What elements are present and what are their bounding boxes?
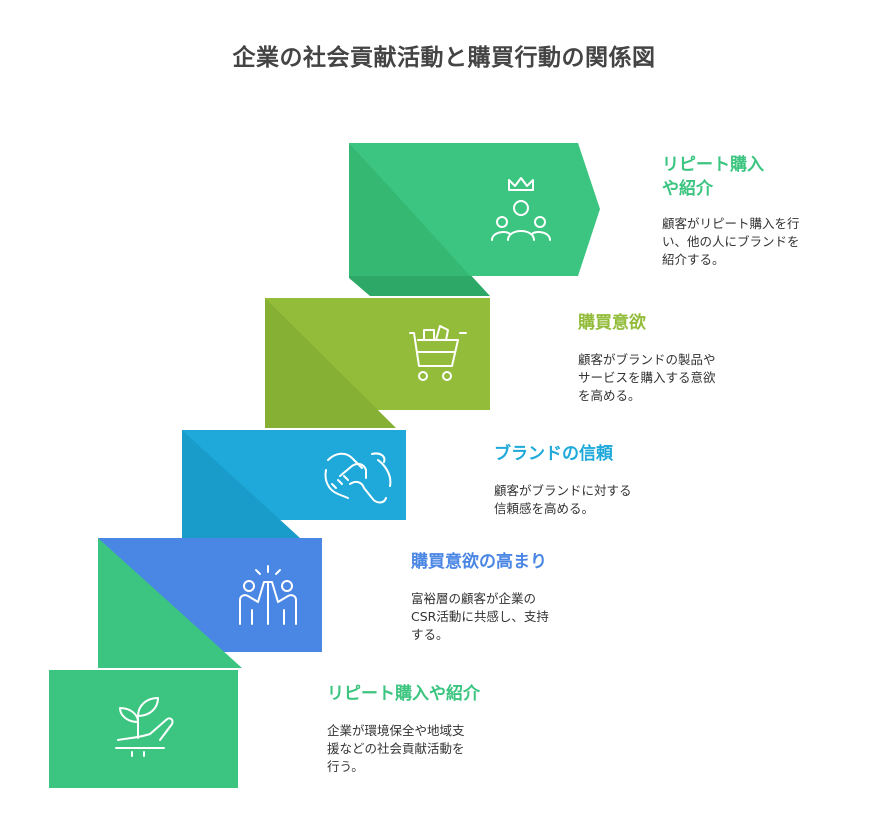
step-5-description: 企業が環境保全や地域支 援などの社会貢献活動を 行う。 xyxy=(327,723,465,774)
step-1-description: 顧客がリピート購入を行 い、他の人にブランドを 紹介する。 xyxy=(662,216,800,267)
step-2-label: 購買意欲 顧客がブランドの製品や サービスを購入する意欲 を高める。 xyxy=(578,311,778,405)
step-5-label: リピート購入や紹介 企業が環境保全や地域支 援などの社会貢献活動を 行う。 xyxy=(327,682,547,776)
step-3-description: 顧客がブランドに対する 信頼感を高める。 xyxy=(494,483,632,516)
step-5-shape xyxy=(49,670,238,788)
shopping-cart-icon xyxy=(409,325,467,381)
plant-hand-icon xyxy=(115,697,174,757)
high-five-icon xyxy=(239,565,297,625)
diagram-title: 企業の社会貢献活動と購買行動の関係図 xyxy=(232,45,656,71)
crown-people-icon xyxy=(491,177,551,241)
handshake-icon xyxy=(324,452,392,504)
step-2-description: 顧客がブランドの製品や サービスを購入する意欲 を高める。 xyxy=(578,352,716,403)
step-3-heading: ブランドの信頼 xyxy=(494,444,613,464)
step-4-label: 購買意欲の高まり 富裕層の顧客が企業の CSR活動に共感し、支持 する。 xyxy=(411,550,611,644)
step-1-label: リピート購入 や紹介 顧客がリピート購入を行 い、他の人にブランドを 紹介する。 xyxy=(662,153,842,269)
step-1-heading: リピート購入 や紹介 xyxy=(662,155,764,199)
step-1-shape xyxy=(349,143,600,296)
step-3-shape xyxy=(182,430,406,538)
step-4-heading: 購買意欲の高まり xyxy=(411,552,547,572)
step-4-shape xyxy=(98,538,322,668)
step-3-label: ブランドの信頼 顧客がブランドに対する 信頼感を高める。 xyxy=(494,442,694,518)
step-2-heading: 購買意欲 xyxy=(578,313,646,333)
step-4-description: 富裕層の顧客が企業の CSR活動に共感し、支持 する。 xyxy=(411,591,549,642)
step-2-shape xyxy=(265,298,490,428)
step-5-heading: リピート購入や紹介 xyxy=(327,684,480,704)
